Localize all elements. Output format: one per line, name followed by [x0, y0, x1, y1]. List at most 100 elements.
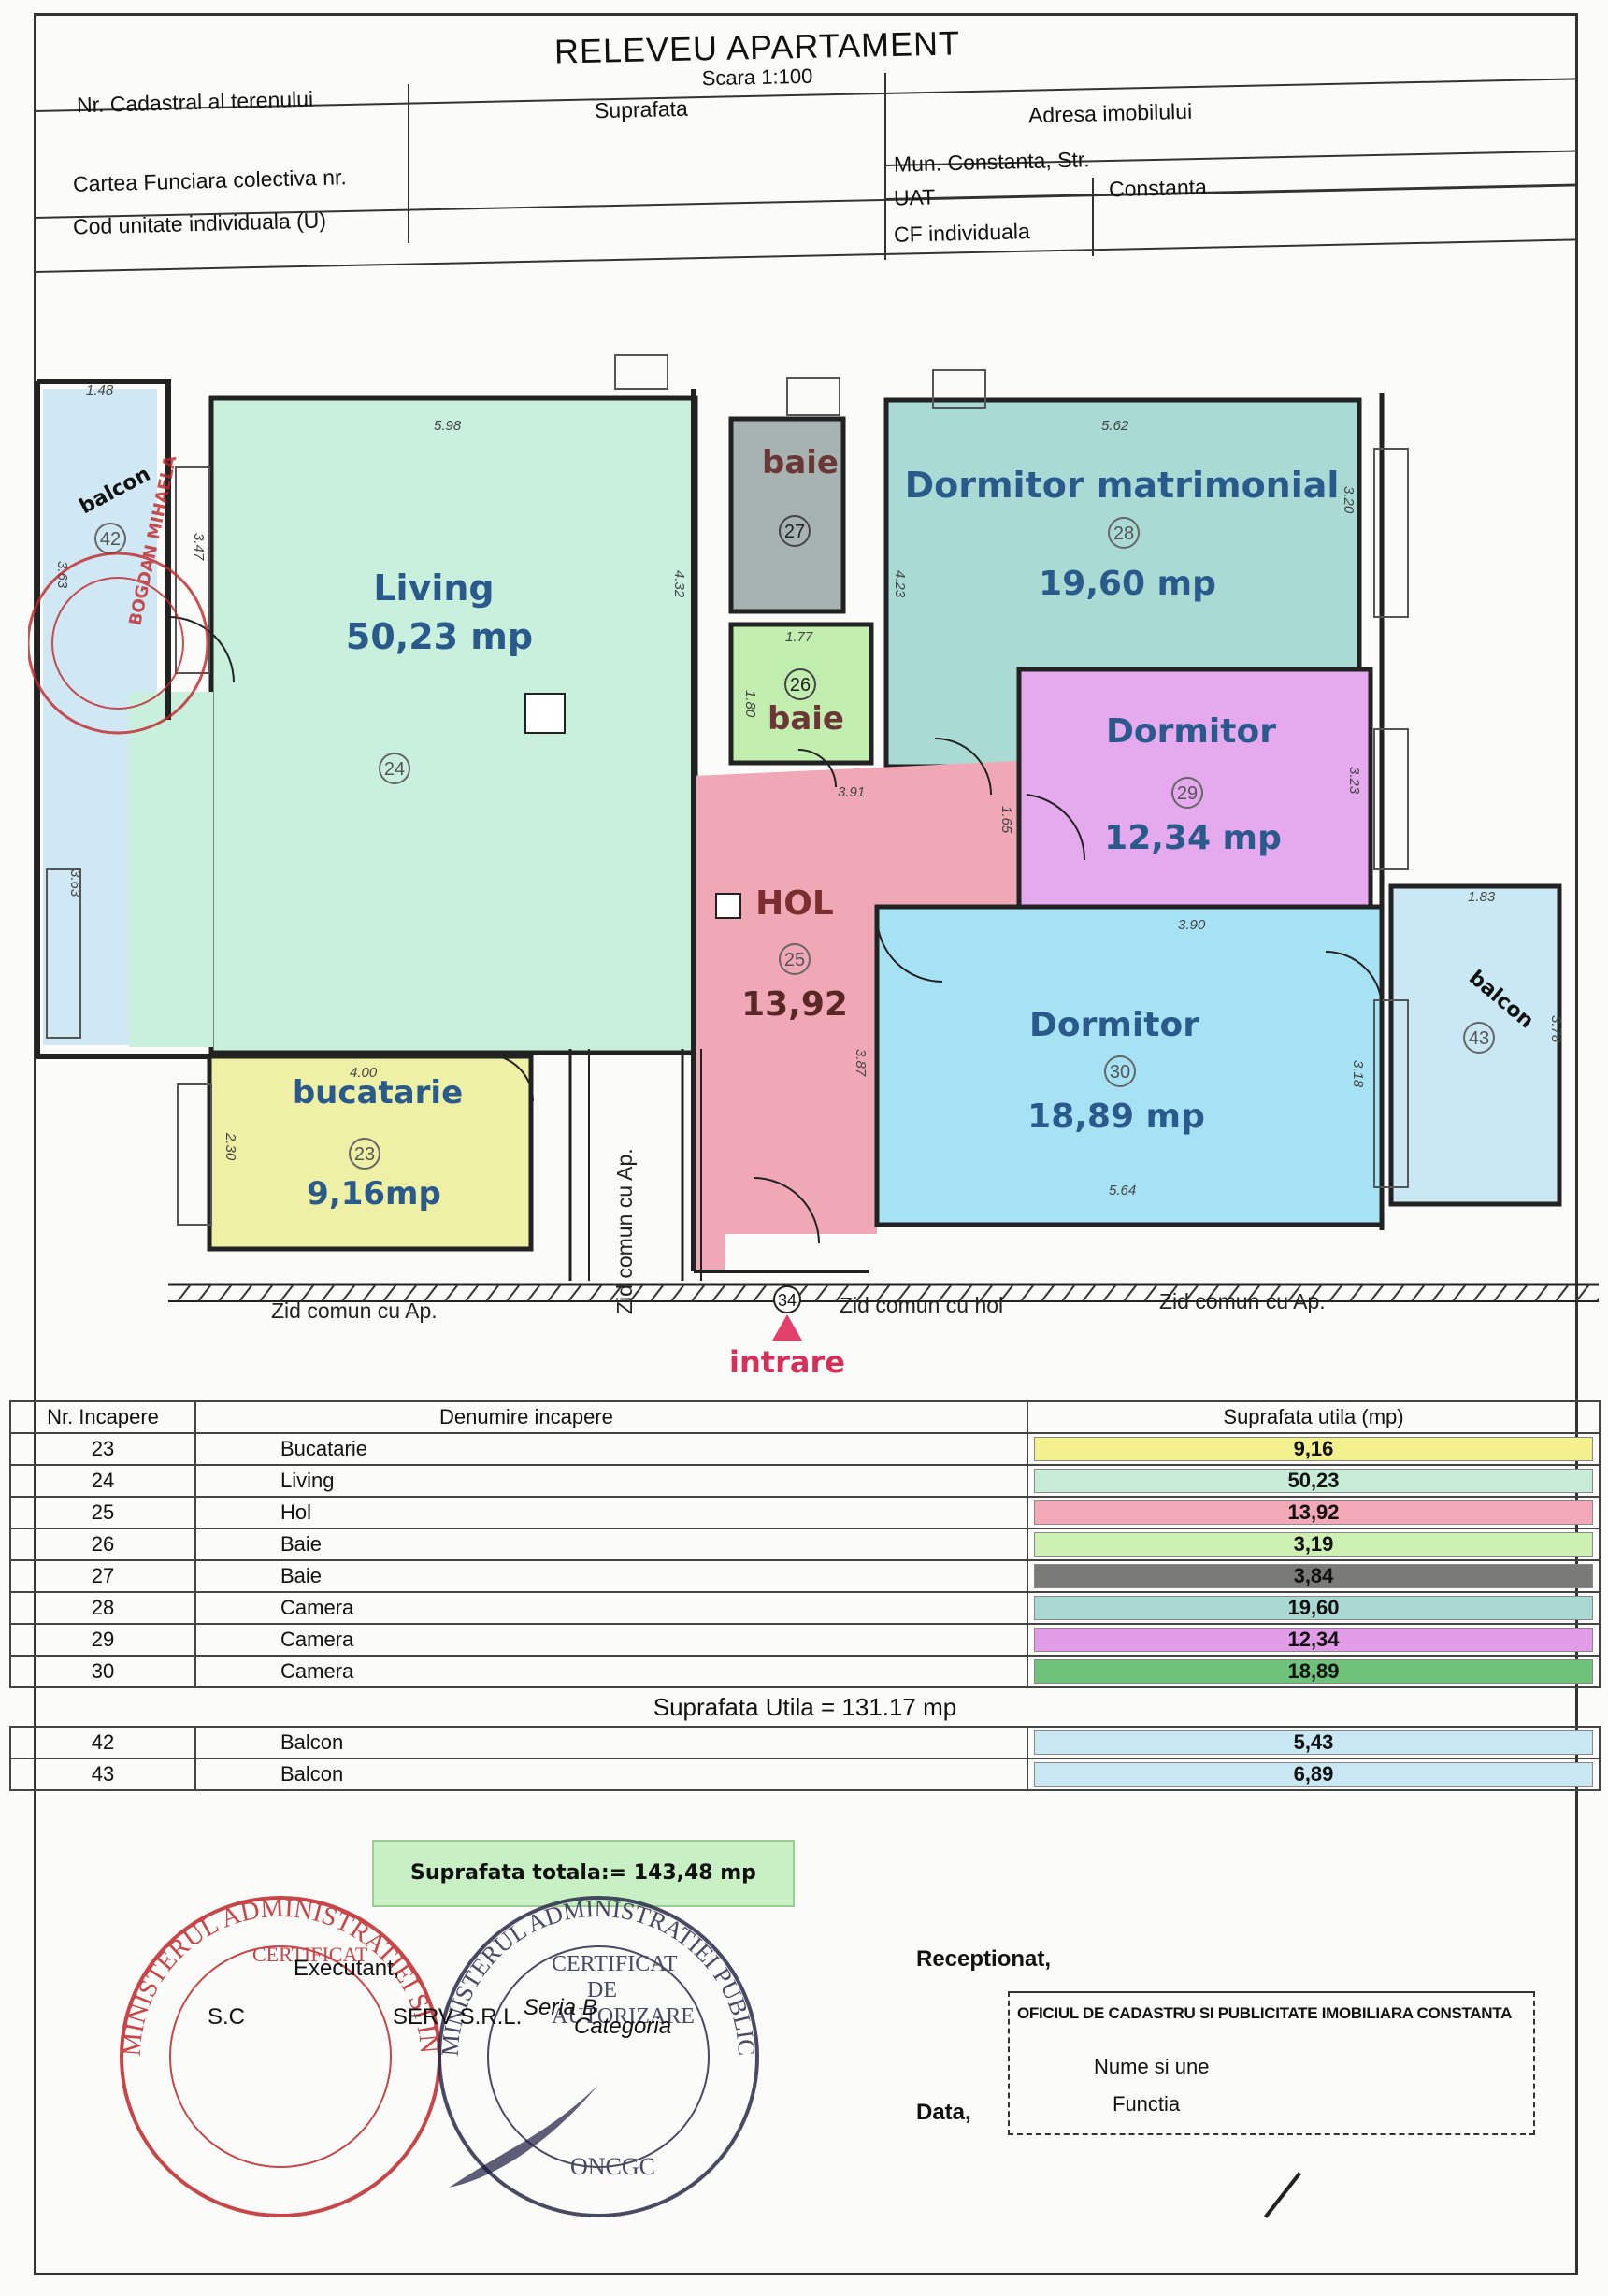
- col-nr-header: Nr. Incapere: [9, 1400, 196, 1434]
- table-header-row: Nr. Incapere Denumire incapere Suprafata…: [9, 1400, 1601, 1434]
- row-nr: 29: [9, 1623, 196, 1657]
- row-name: Baie: [194, 1528, 1028, 1561]
- hatch-mark: [1041, 1284, 1055, 1302]
- hatch-mark: [1390, 1284, 1405, 1302]
- serv-label: SERV S.R.L.: [393, 2004, 523, 2030]
- row-surface-cell: 3,84: [1027, 1559, 1601, 1593]
- row-name: Balcon: [194, 1726, 1028, 1759]
- room-28-name: Dormitor matrimonial: [905, 465, 1340, 506]
- stamps-area: MINISTERUL ADMINISTRATIEI SI INTERNELOR …: [112, 1870, 760, 2217]
- col-surface-header: Suprafata utila (mp): [1027, 1400, 1601, 1434]
- right-stamp-inner-3: AUTORIZARE: [552, 2004, 695, 2029]
- hatch-mark: [650, 1284, 665, 1302]
- hatch-mark: [1143, 1284, 1158, 1302]
- room-23-area: 9,16mp: [307, 1175, 441, 1213]
- hatch-mark: [547, 1284, 562, 1302]
- hatch-mark: [691, 1284, 706, 1302]
- room-23-name: bucatarie: [293, 1074, 463, 1112]
- hatch-mark: [1349, 1284, 1364, 1302]
- row-surface: 3,84: [1034, 1564, 1593, 1588]
- room-43-marker: [1463, 1022, 1495, 1054]
- hatch-mark: [1452, 1284, 1467, 1302]
- room-43-fill: [1388, 883, 1562, 1207]
- hatch-mark: [238, 1284, 253, 1302]
- row-name: Living: [194, 1464, 1028, 1498]
- hatch-mark: [897, 1284, 912, 1302]
- row-name: Baie: [194, 1559, 1028, 1593]
- hatch-mark: [1020, 1284, 1035, 1302]
- row-surface-cell: 13,92: [1027, 1496, 1601, 1529]
- oficiu-text: OFICIUL DE CADASTRU SI PUBLICITATE IMOBI…: [1017, 2004, 1513, 2022]
- hatch-mark: [1082, 1284, 1097, 1302]
- room-24-marker: [379, 753, 410, 784]
- row-nr: 23: [9, 1432, 196, 1466]
- row-name: Camera: [194, 1623, 1028, 1657]
- hatch-mark: [1267, 1284, 1282, 1302]
- room-29-name: Dormitor: [1106, 712, 1276, 751]
- hatch-mark: [629, 1284, 644, 1302]
- subtotal-row: Suprafata Utila = 131.17 mp: [10, 1686, 1600, 1728]
- row-nr: 24: [9, 1464, 196, 1498]
- hatch-mark: [876, 1284, 891, 1302]
- hatch-mark: [465, 1284, 480, 1302]
- hatch-mark: [1308, 1284, 1323, 1302]
- hatch-mark: [670, 1284, 685, 1302]
- row-name: Bucatarie: [194, 1432, 1028, 1466]
- hatch-mark: [1370, 1284, 1385, 1302]
- hatch-mark: [567, 1284, 582, 1302]
- room-28-number: 28: [1113, 524, 1134, 544]
- hatch-mark: [1205, 1284, 1220, 1302]
- door-arcs: [167, 616, 1383, 1244]
- hatch-mark: [753, 1284, 768, 1302]
- zid-ap-vertical: Zid comun cu Ap.: [612, 1148, 637, 1314]
- row-surface: 3,19: [1034, 1532, 1593, 1557]
- hatch-mark: [979, 1284, 994, 1302]
- zid-ap-right: Zid comun cu Ap.: [1159, 1289, 1326, 1313]
- room-42-number: 42: [100, 529, 121, 550]
- row-surface: 19,60: [1034, 1596, 1593, 1620]
- room-26-name: baie: [768, 700, 844, 738]
- adresa-label: Adresa imobilului: [1027, 98, 1193, 128]
- column-square: [524, 693, 566, 734]
- room-29-number: 29: [1177, 783, 1198, 804]
- room-25-fill: [694, 761, 1019, 1271]
- row-surface-cell: 9,16: [1027, 1432, 1601, 1466]
- room-24-area: 50,23 mp: [346, 616, 533, 657]
- right-stamp-bottom: ONCGC: [570, 2153, 655, 2180]
- hatch-mark: [300, 1284, 315, 1302]
- row-surface: 50,23: [1034, 1469, 1593, 1493]
- hatch-mark: [506, 1284, 521, 1302]
- hatch-mark: [1061, 1284, 1076, 1302]
- hatch-mark: [1472, 1284, 1487, 1302]
- functia-text: Functia: [1113, 2092, 1181, 2116]
- column-square: [715, 893, 741, 919]
- row-surface-cell: 19,60: [1027, 1591, 1601, 1625]
- row-surface-cell: 6,89: [1027, 1758, 1601, 1791]
- dim-177: 1.77: [785, 629, 813, 645]
- hatch-mark: [1328, 1284, 1343, 1302]
- right-stamp-inner-2: DE: [587, 1978, 617, 2002]
- room-25-area: 13,92: [741, 985, 848, 1024]
- room-30-area: 18,89 mp: [1027, 1098, 1205, 1136]
- hatch-mark: [1246, 1284, 1261, 1302]
- hatch-mark: [938, 1284, 953, 1302]
- row-nr: 42: [9, 1726, 196, 1759]
- row-surface-cell: 18,89: [1027, 1655, 1601, 1688]
- hatch-mark: [177, 1284, 192, 1302]
- hatch-mark: [403, 1284, 418, 1302]
- data-label: Data,: [916, 2100, 971, 2125]
- hatch-mark: [1411, 1284, 1426, 1302]
- hatch-mark: [1575, 1284, 1590, 1302]
- room-30-fill: [874, 904, 1385, 1227]
- uat-label: UAT: [893, 184, 936, 210]
- room-25-number: 25: [784, 950, 805, 970]
- row-surface: 18,89: [1034, 1659, 1593, 1684]
- row-surface: 12,34: [1034, 1628, 1593, 1652]
- hatch-mark: [1596, 1297, 1599, 1302]
- row-nr: 43: [9, 1758, 196, 1791]
